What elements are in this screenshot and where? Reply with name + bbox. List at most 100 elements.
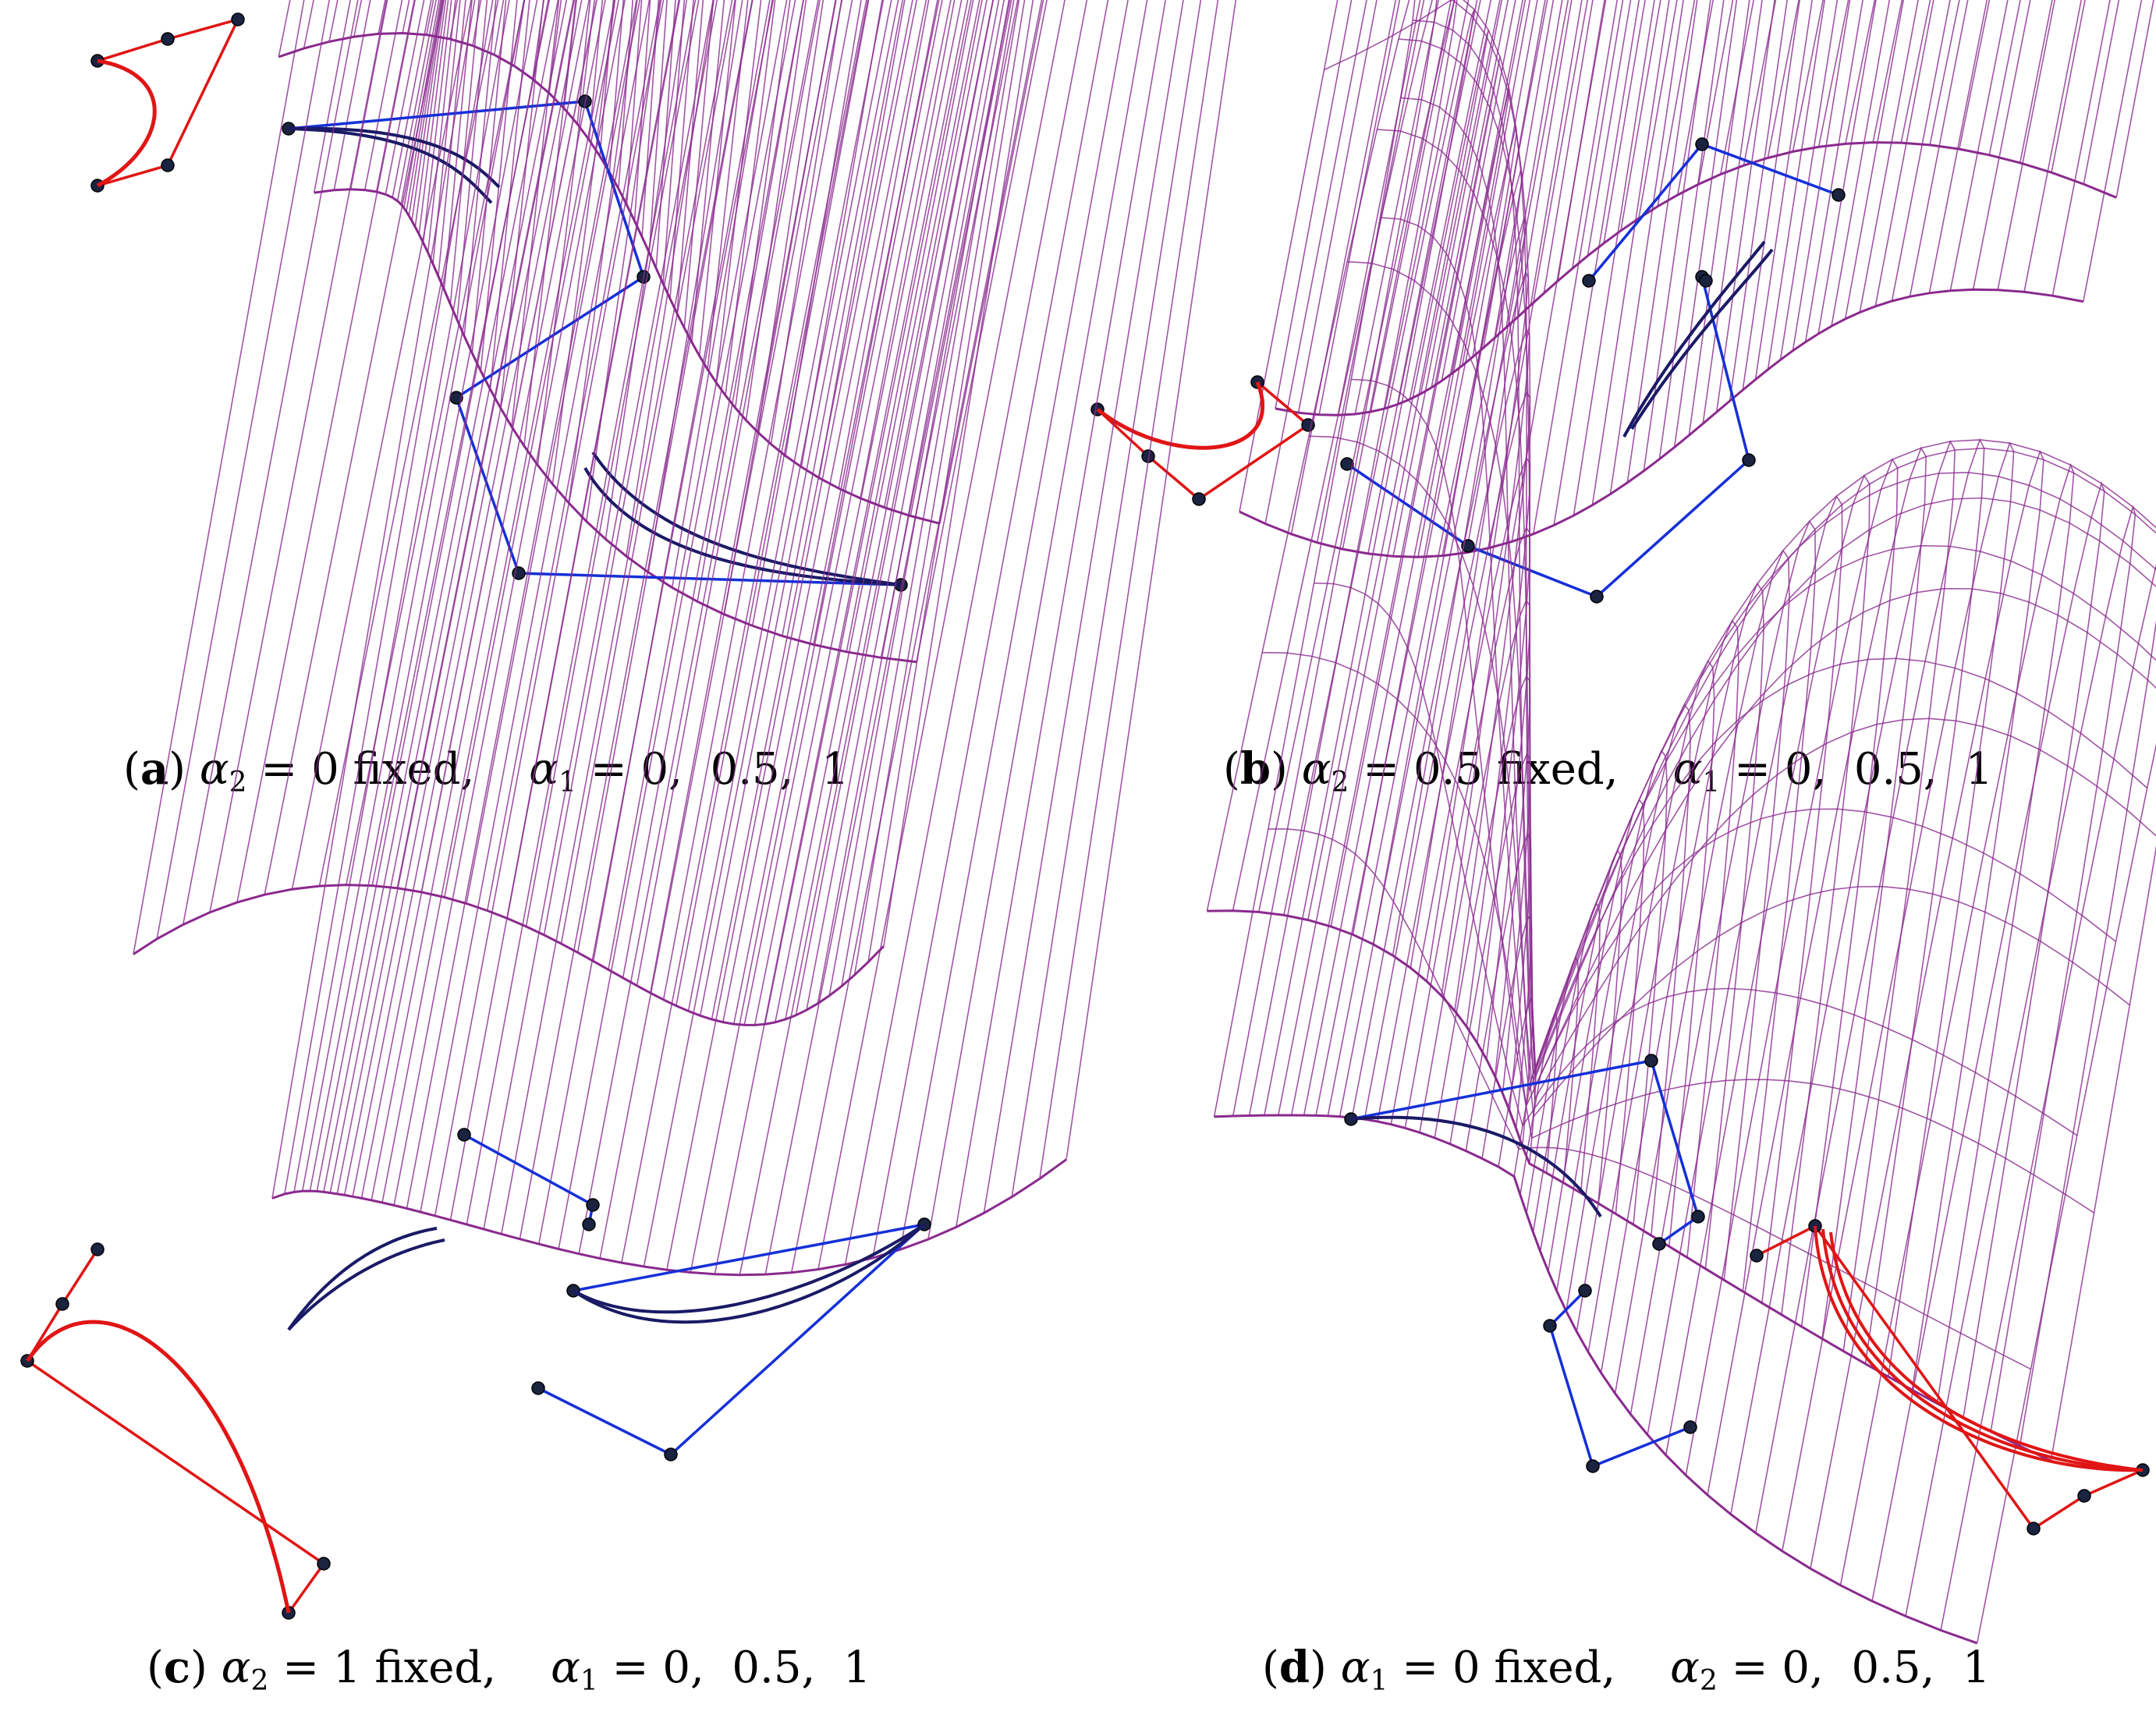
mesh-line-v (1377, 129, 2156, 1086)
section-curve (1814, 1225, 2144, 1472)
control-polygon-point (457, 1128, 471, 1142)
surface-edge (278, 31, 941, 525)
mesh-line-u (1743, 0, 1877, 335)
mesh-line-v (1347, 260, 2156, 1101)
mesh-line-v (1398, 38, 2156, 1077)
control-polygon-point (1832, 188, 1846, 202)
section-polygon-point (317, 1557, 331, 1571)
caption-a-fixed-sub: 2 (229, 767, 247, 799)
mesh-line-u (1543, 0, 1738, 448)
control-polygon-line (1350, 1058, 1700, 1245)
control-polygon (457, 1128, 600, 1231)
caption-a-fixed-param: α (199, 744, 229, 795)
section-polygon-point (161, 32, 175, 46)
mesh-line-u (1548, 798, 1645, 1272)
caption-d-label: d (1278, 1642, 1310, 1693)
surface-plot-c (20, 0, 1237, 1620)
caption-d-var-sub: 2 (1699, 1665, 1718, 1697)
caption-b-var-values: 0, 0.5, 1 (1784, 744, 1993, 795)
mesh-line-u (1657, 0, 1825, 370)
control-polygon-point (1590, 590, 1604, 604)
mesh-line-u (2051, 0, 2120, 296)
boundary-curve (1350, 1115, 1602, 1218)
mesh-line-u (1367, 0, 1478, 555)
control-polygon-point (1543, 1319, 1557, 1333)
control-polygon-line (537, 1222, 929, 1457)
mesh-line-u (1872, 0, 1951, 302)
mesh-line-v (1262, 651, 2095, 1214)
mesh-line-u (1494, 0, 1684, 494)
mesh-line-u (1767, 0, 1891, 327)
caption-d-fixed-value: 0 (1452, 1642, 1480, 1693)
caption-d-var-values: 0, 0.5, 1 (1782, 1642, 1991, 1693)
mesh-line-u (1316, 0, 1425, 543)
control-polygon (1582, 137, 1846, 288)
panel-c (0, 0, 1237, 1722)
control-polygon-point (664, 1447, 678, 1462)
section-curve (25, 1320, 291, 1614)
caption-a-var-param: α (529, 744, 559, 795)
caption-d-fixed-word: fixed, (1494, 1642, 1616, 1693)
boundary-curve (572, 1223, 926, 1324)
mesh-line-u (1976, 742, 2156, 1644)
control-polygon-point (1683, 1420, 1697, 1434)
mesh-line-v (1413, 19, 2156, 1074)
section-polygon (20, 1242, 331, 1620)
boundary-curve (287, 1227, 438, 1331)
section-polygon-line (1756, 1224, 2144, 1531)
mesh-line-v (133, 884, 885, 1026)
caption-d: (d) α1 = 0 fixed,α2 = 0, 0.5, 1 (1262, 1642, 1991, 1697)
mesh-line-u (1940, 564, 2156, 1631)
control-polygon-point (1644, 1054, 1658, 1068)
mesh-line-v (1268, 828, 2031, 1370)
section-polygon-line (1096, 381, 1310, 501)
control-polygon-point (1578, 1284, 1592, 1298)
section-polygon-point (161, 158, 175, 172)
section-polygon-point (1750, 1249, 1764, 1263)
boundary-curve (1630, 248, 1774, 430)
caption-c-fixed-value: 1 (332, 1642, 361, 1693)
mesh-line-u (1792, 0, 1905, 320)
mesh-line-u (1720, 0, 1863, 342)
control-polygon-point (1652, 1237, 1666, 1251)
panel-a (0, 0, 1078, 842)
control-polygon-point (1695, 137, 1709, 151)
section-polygon-point (2027, 1522, 2041, 1536)
surface-plot-a (90, 0, 1048, 664)
control-polygon-point (582, 1217, 596, 1231)
mesh-line-u (1232, 0, 1438, 1117)
mesh-line-v (278, 32, 941, 525)
surface-edge (314, 188, 917, 664)
caption-b: (b) α2 = 0.5 fixed,α1 = 0, 0.5, 1 (1223, 743, 1993, 799)
caption-b-fixed-param: α (1301, 744, 1332, 795)
mesh-line-v (1214, 1114, 1977, 1644)
caption-c-var-param: α (551, 1642, 580, 1693)
control-polygon-point (1699, 274, 1713, 288)
caption-a-label: a (140, 743, 169, 795)
control-polygon-point (1340, 457, 1354, 471)
mesh-line-v (1400, 97, 2156, 1081)
surface-mesh (278, 0, 1048, 664)
mesh-line-u (2083, 0, 2154, 302)
mesh-line-v (1380, 217, 2148, 1092)
mesh-line-u (1206, 0, 1416, 1118)
control-polygon-point (1586, 1459, 1600, 1473)
section-polygon-point (1192, 492, 1206, 506)
surface-plot-b (1090, 0, 2154, 604)
mesh-line-u (1928, 0, 1988, 293)
mesh-line-u (1817, 0, 1919, 313)
caption-c-fixed-word: fixed, (374, 1642, 497, 1693)
panel-b (1078, 0, 2156, 842)
boundary-curve (288, 127, 493, 204)
mesh-line-v (1314, 582, 2078, 1136)
mesh-line-u (1517, 0, 1711, 472)
control-polygon-point (1582, 274, 1596, 288)
caption-c-fixed-sub: 2 (250, 1665, 269, 1697)
section-polygon (1750, 1219, 2150, 1536)
section-polygon-point (55, 1297, 69, 1311)
caption-d-var-param: α (1670, 1642, 1700, 1693)
control-polygon-line (1548, 1289, 1691, 1469)
section-curve (96, 58, 157, 188)
surface-edge (1207, 909, 2051, 1462)
